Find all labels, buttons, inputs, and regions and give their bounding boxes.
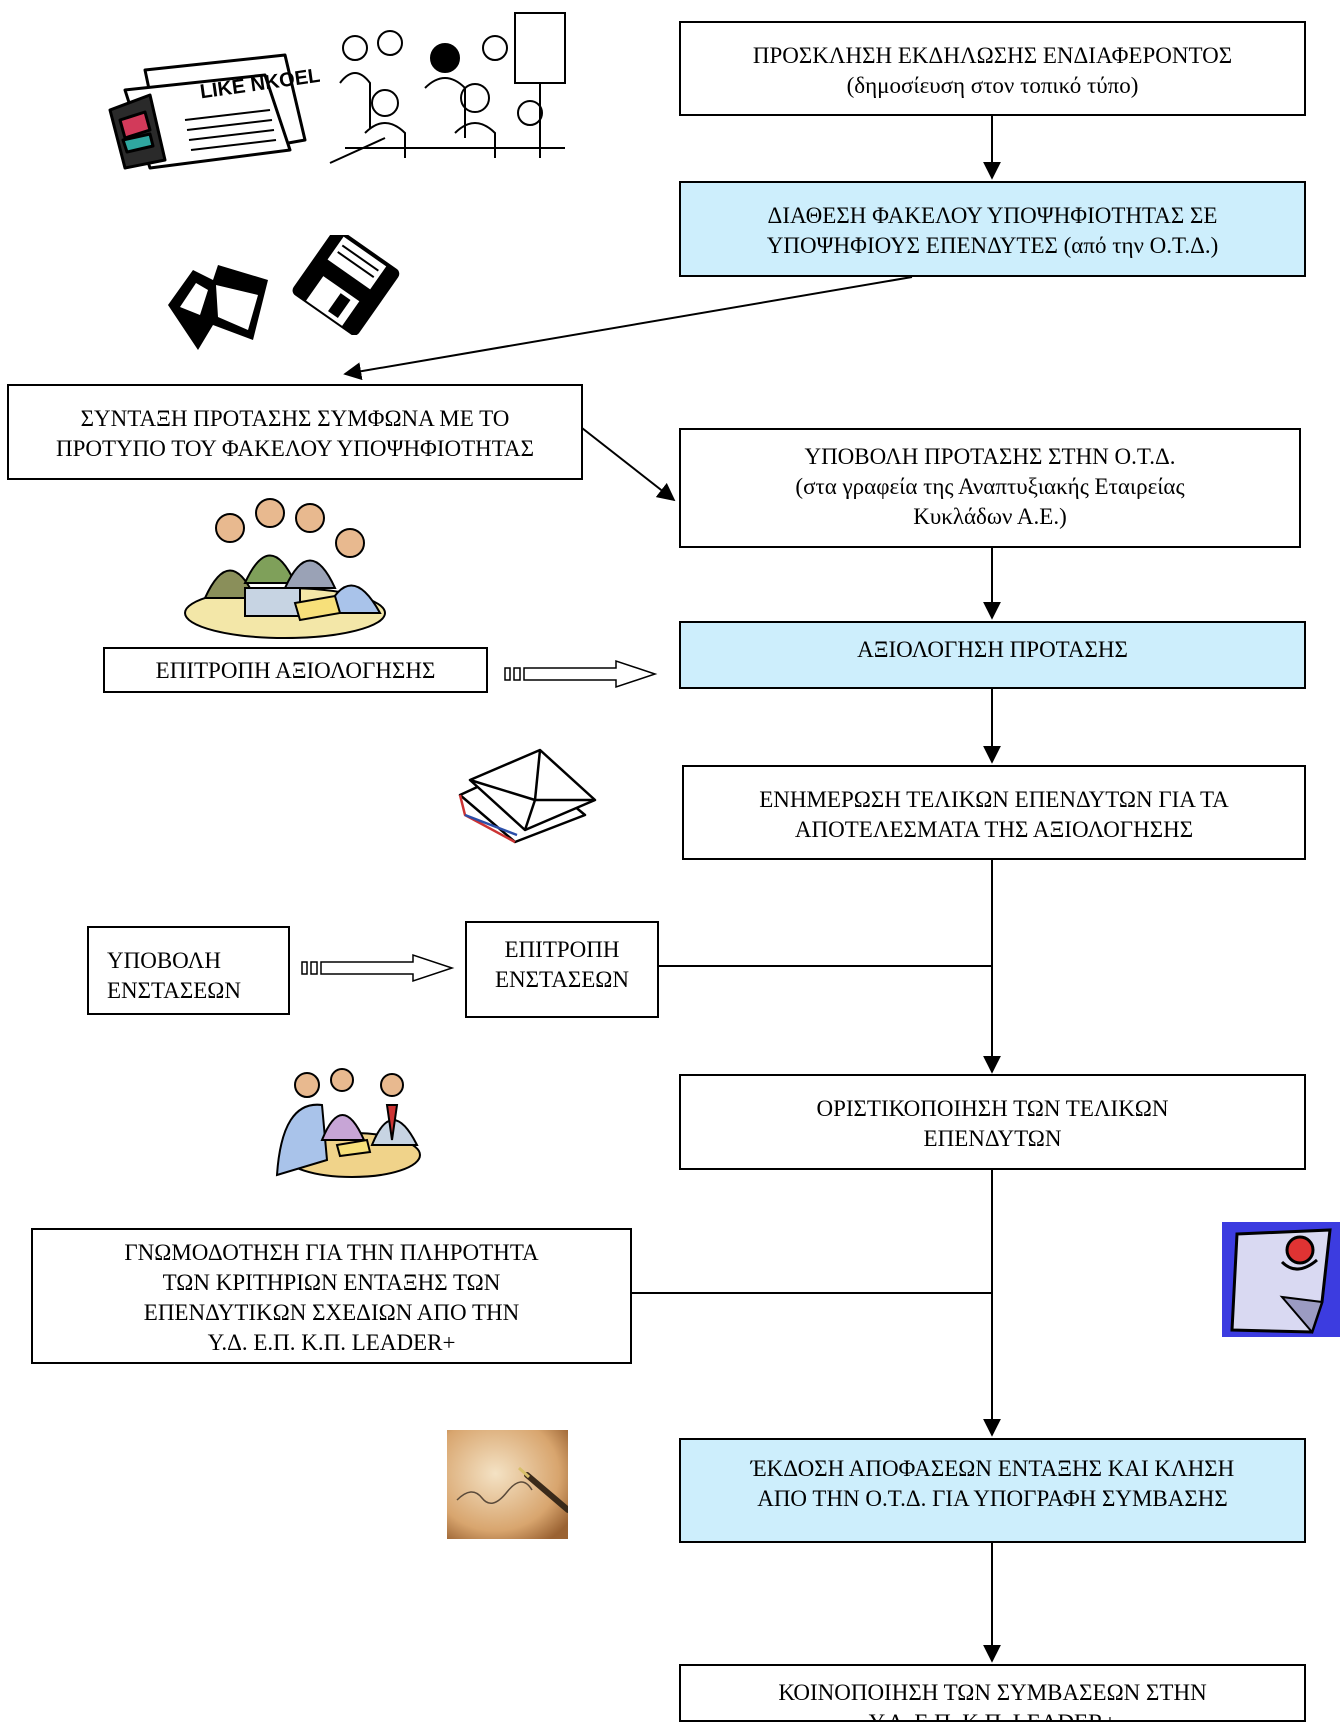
arrow-b2-b3 [343, 276, 913, 381]
step-line: ΤΩΝ ΚΡΙΤΗΡΙΩΝ ΕΝΤΑΞΗΣ ΤΩΝ [162, 1270, 501, 1295]
evaluation-committee-box: ΕΠΙΤΡΟΠΗ ΑΞΙΟΛΟΓΗΣΗΣ [103, 647, 488, 693]
step-line: (στα γραφεία της Αναπτυξιακής Εταιρείας [795, 474, 1185, 499]
block-arrow-evaluation [504, 659, 658, 689]
step-line: Υ.Δ. Ε.Π. Κ.Π. LEADER+ [207, 1330, 456, 1355]
step-line: ΕΝΗΜΕΡΩΣΗ ΤΕΛΙΚΩΝ ΕΠΕΝΔΥΤΩΝ ΓΙΑ ΤΑ [759, 787, 1229, 812]
step-line: ΑΞΙΟΛΟΓΗΣΗ ΠΡΟΤΑΣΗΣ [857, 637, 1128, 662]
submit-objections-box: ΥΠΟΒΟΛΗ ΕΝΣΤΑΣΕΩΝ [87, 926, 290, 1015]
pushpin-note-icon [1222, 1222, 1340, 1337]
step-line: ΣΥΝΤΑΞΗ ΠΡΟΤΑΣΗΣ ΣΥΜΦΩΝΑ ΜΕ ΤΟ [80, 406, 510, 431]
step-line: (δημοσίευση στον τοπικό τύπο) [846, 73, 1139, 98]
signing-pen-icon [447, 1430, 568, 1539]
meeting-table-icon [275, 1068, 421, 1178]
step-line: ΕΝΣΤΑΣΕΩΝ [494, 967, 629, 992]
step-line: ΓΝΩΜΟΔΟΤΗΣΗ ΓΙΑ ΤΗΝ ΠΛΗΡΟΤΗΤΑ [124, 1240, 539, 1265]
step-line: ΥΠΟΒΟΛΗ [107, 948, 221, 973]
folder-icon [168, 265, 268, 350]
opinion-completeness-box: ΓΝΩΜΟΔΟΤΗΣΗ ΓΙΑ ΤΗΝ ΠΛΗΡΟΤΗΤΑ ΤΩΝ ΚΡΙΤΗΡ… [31, 1228, 632, 1364]
step-line: ΑΠΟΤΕΛΕΣΜΑΤΑ ΤΗΣ ΑΞΙΟΛΟΓΗΣΗΣ [794, 817, 1194, 842]
meeting-presentation-icon [329, 12, 566, 164]
step-line: ΑΠΟ ΤΗΝ Ο.Τ.Δ. ΓΙΑ ΥΠΟΓΡΑΦΗ ΣΥΜΒΑΣΗΣ [757, 1486, 1228, 1511]
step-line: ΚΟΙΝΟΠΟΙΗΣΗ ΤΩΝ ΣΥΜΒΑΣΕΩΝ ΣΤΗΝ [778, 1680, 1207, 1705]
step-line: Κυκλάδων Α.Ε.) [913, 504, 1067, 529]
step-candidacy-folder: ΔΙΑΘΕΣΗ ΦΑΚΕΛΟΥ ΥΠΟΨΗΦΙΟΤΗΤΑΣ ΣΕ ΥΠΟΨΗΦΙ… [679, 181, 1306, 277]
step-line: ΕΠΙΤΡΟΠΗ [504, 937, 620, 962]
step-line: ΟΡΙΣΤΙΚΟΠΟΙΗΣΗ ΤΩΝ ΤΕΛΙΚΩΝ [816, 1096, 1169, 1121]
step-finalize-investors: ΟΡΙΣΤΙΚΟΠΟΙΗΣΗ ΤΩΝ ΤΕΛΙΚΩΝ ΕΠΕΝΔΥΤΩΝ [679, 1074, 1306, 1170]
step-inform-investors: ΕΝΗΜΕΡΩΣΗ ΤΕΛΙΚΩΝ ΕΠΕΝΔΥΤΩΝ ΓΙΑ ΤΑ ΑΠΟΤΕ… [682, 765, 1306, 860]
step-line: ΔΙΑΘΕΣΗ ΦΑΚΕΛΟΥ ΥΠΟΨΗΦΙΟΤΗΤΑΣ ΣΕ [767, 203, 1218, 228]
step-issue-decisions: ΈΚΔΟΣΗ ΑΠΟΦΑΣΕΩΝ ΕΝΤΑΞΗΣ ΚΑΙ ΚΛΗΣΗ ΑΠΟ Τ… [679, 1438, 1306, 1543]
floppy-disk-icon [292, 235, 400, 335]
step-line: Υ.Δ. Ε.Π. Κ.Π. LEADER+ [681, 1708, 1304, 1722]
arrow-b3-b4 [581, 427, 676, 502]
team-laptop-icon [184, 498, 386, 639]
block-arrow-objections [301, 953, 455, 983]
step-notify-contracts: ΚΟΙΝΟΠΟΙΗΣΗ ΤΩΝ ΣΥΜΒΑΣΕΩΝ ΣΤΗΝ Υ.Δ. Ε.Π.… [679, 1664, 1306, 1722]
step-submit-proposal: ΥΠΟΒΟΛΗ ΠΡΟΤΑΣΗΣ ΣΤΗΝ Ο.Τ.Δ. (στα γραφεί… [679, 428, 1301, 548]
step-draft-proposal: ΣΥΝΤΑΞΗ ΠΡΟΤΑΣΗΣ ΣΥΜΦΩΝΑ ΜΕ ΤΟ ΠΡΟΤΥΠΟ Τ… [7, 384, 583, 480]
step-line: ΈΚΔΟΣΗ ΑΠΟΦΑΣΕΩΝ ΕΝΤΑΞΗΣ ΚΑΙ ΚΛΗΣΗ [750, 1456, 1235, 1481]
step-line: ΕΠΙΤΡΟΠΗ ΑΞΙΟΛΟΓΗΣΗΣ [155, 658, 436, 683]
step-line: ΠΡΟΣΚΛΗΣΗ ΕΚΔΗΛΩΣΗΣ ΕΝΔΙΑΦΕΡΟΝΤΟΣ [752, 43, 1233, 68]
newspaper-icon: LIKE NKOEL [108, 53, 320, 170]
step-line: ΕΠΕΝΔΥΤΩΝ [923, 1126, 1062, 1151]
step-line: ΥΠΟΨΗΦΙΟΥΣ ΕΠΕΝΔΥΤΕΣ (από την Ο.Τ.Δ.) [766, 233, 1219, 258]
step-proposal-evaluation: ΑΞΙΟΛΟΓΗΣΗ ΠΡΟΤΑΣΗΣ [679, 621, 1306, 689]
step-line: ΕΠΕΝΔΥΤΙΚΩΝ ΣΧΕΔΙΩΝ ΑΠΟ ΤΗΝ [143, 1300, 520, 1325]
step-line: ΠΡΟΤΥΠΟ ΤΟΥ ΦΑΚΕΛΟΥ ΥΠΟΨΗΦΙΟΤΗΤΑΣ [55, 436, 534, 461]
objections-committee-box: ΕΠΙΤΡΟΠΗ ΕΝΣΤΑΣΕΩΝ [465, 921, 659, 1018]
step-line: ΥΠΟΒΟΛΗ ΠΡΟΤΑΣΗΣ ΣΤΗΝ Ο.Τ.Δ. [804, 444, 1176, 469]
envelope-icon [458, 748, 597, 844]
step-call-for-interest: ΠΡΟΣΚΛΗΣΗ ΕΚΔΗΛΩΣΗΣ ΕΝΔΙΑΦΕΡΟΝΤΟΣ (δημοσ… [679, 21, 1306, 116]
step-line: ΕΝΣΤΑΣΕΩΝ [107, 978, 242, 1003]
